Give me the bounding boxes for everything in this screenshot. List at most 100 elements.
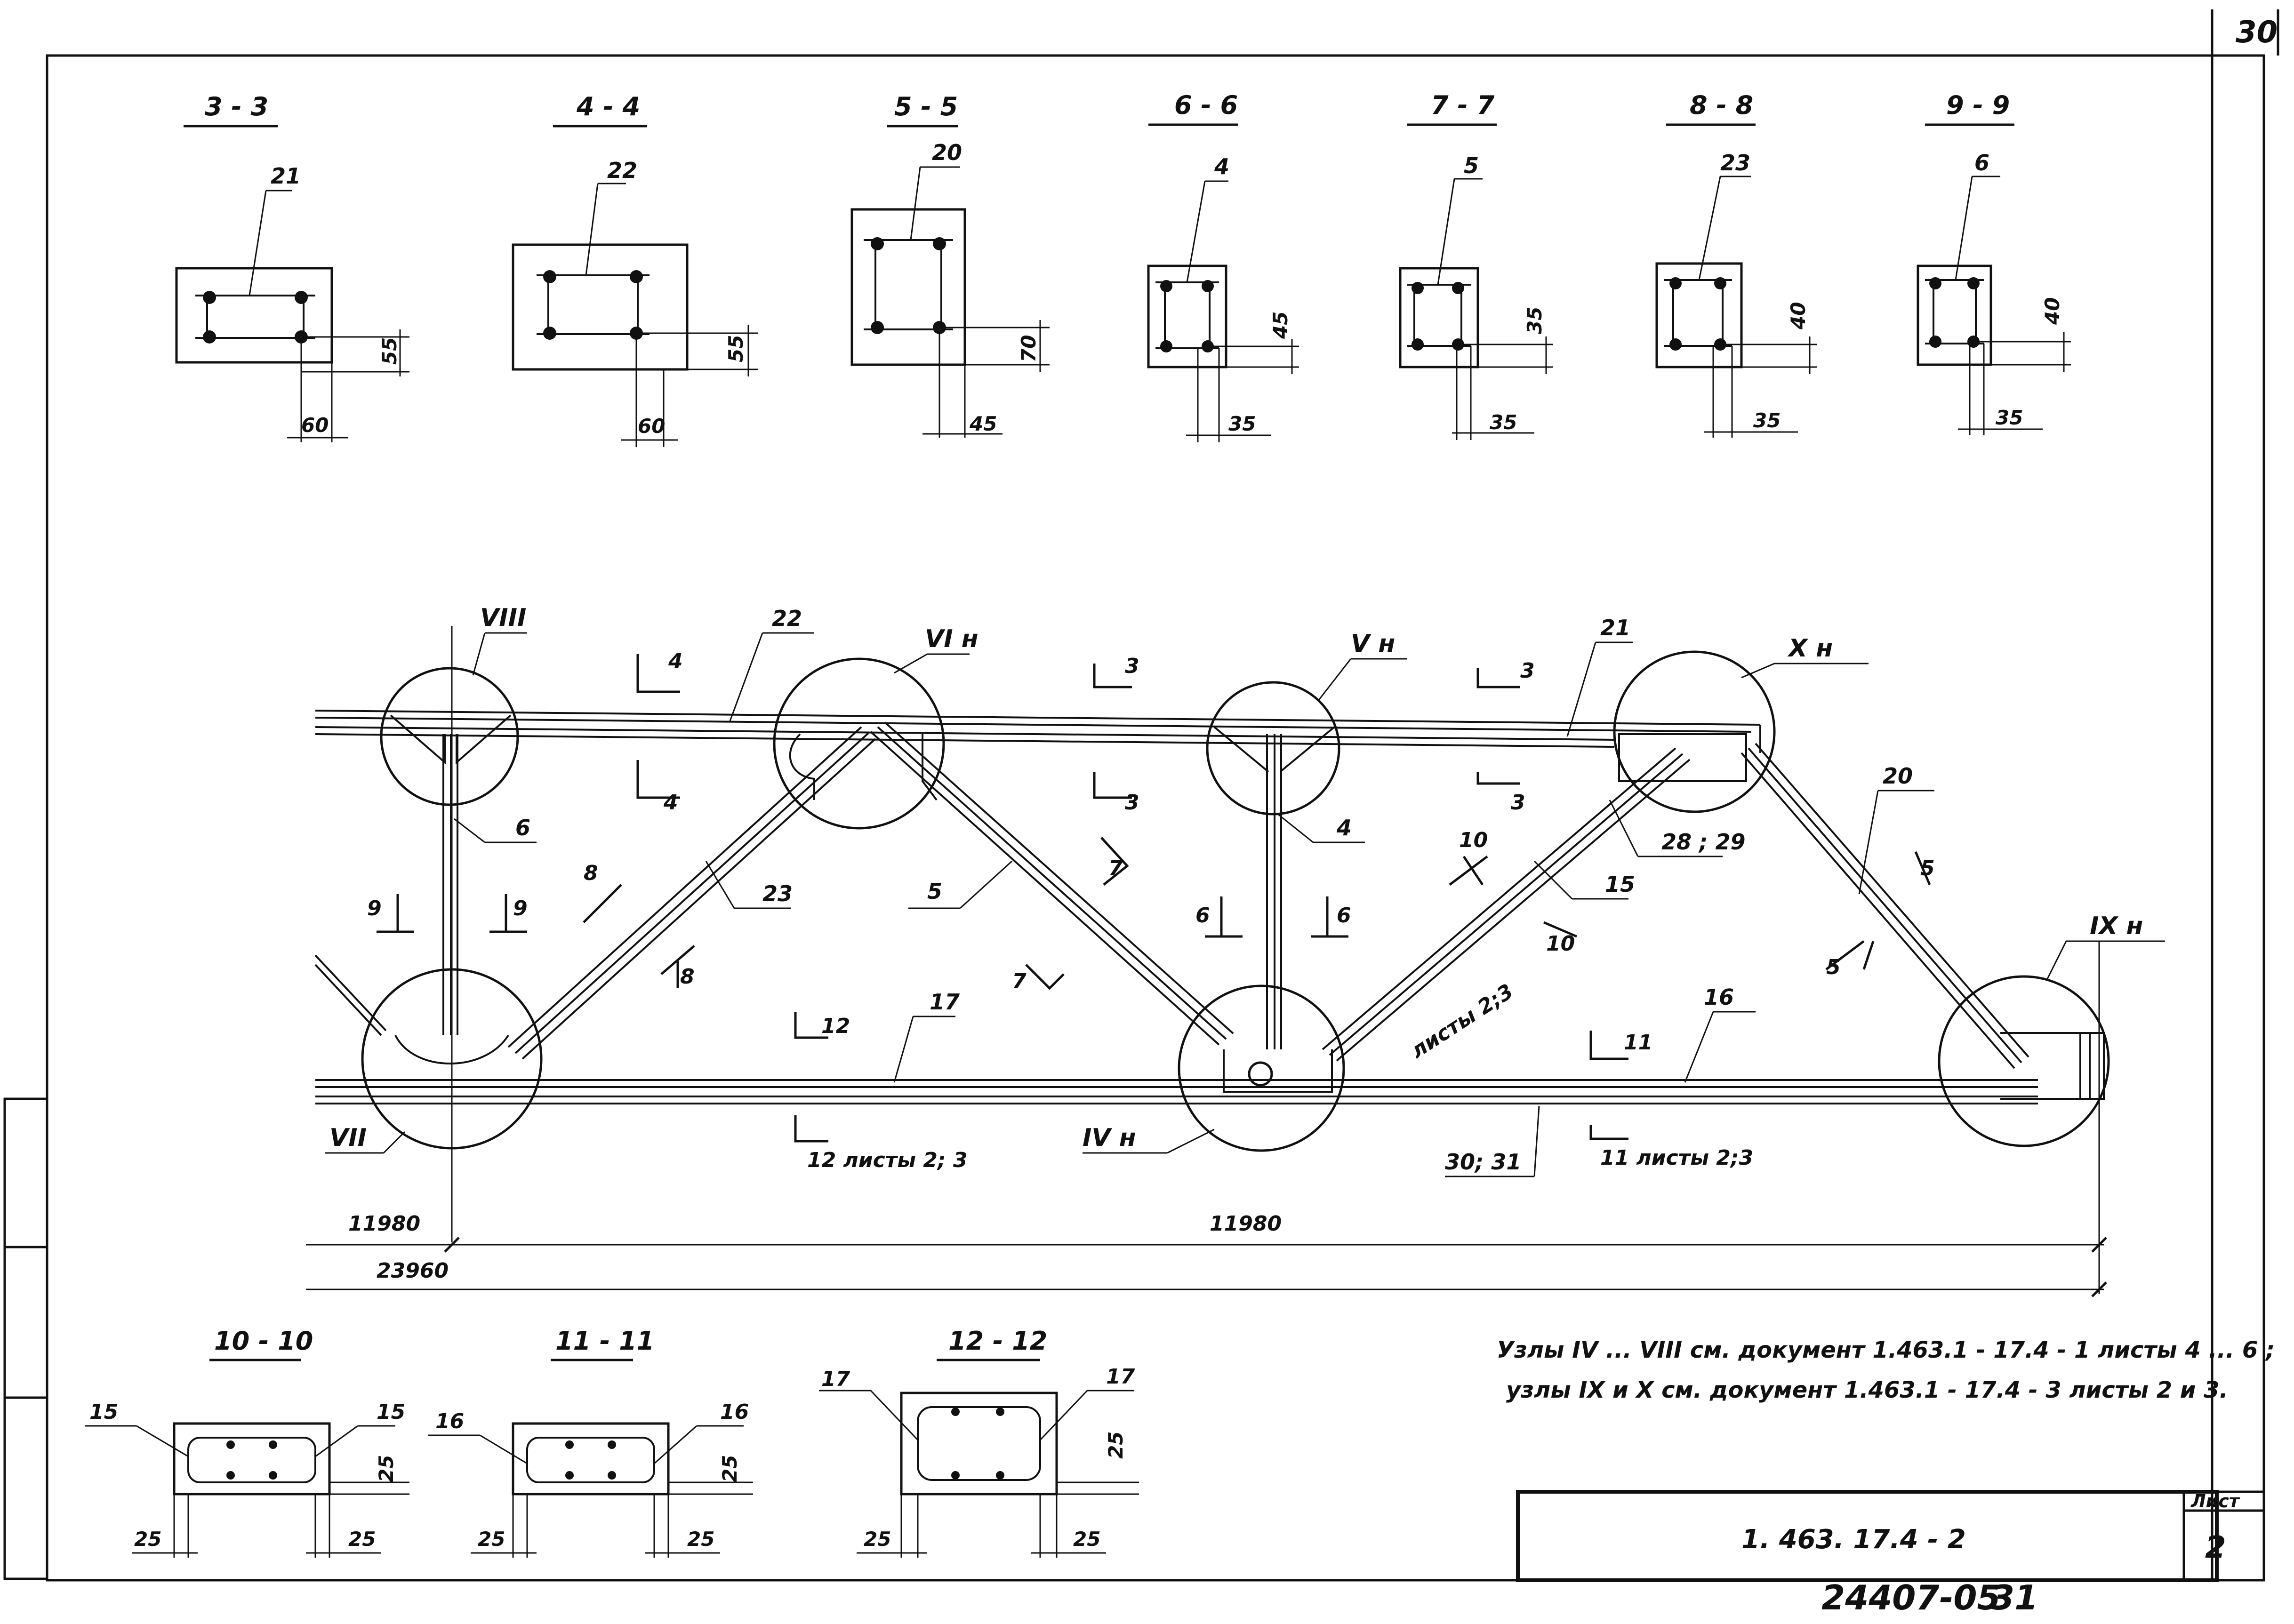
- cut-label-6-right: 6: [1337, 904, 1351, 928]
- section-3-3-dim-v: 55: [378, 337, 401, 365]
- section-7-7-dim-v: 35: [1523, 307, 1546, 334]
- cut-label-11-bottom: 11 листы 2;3: [1600, 1146, 1753, 1170]
- section-9-9-bar: 6: [1974, 150, 1989, 176]
- section-10-10-dim-v: 25: [375, 1455, 398, 1482]
- bar-label-21: 21: [1600, 615, 1630, 640]
- section-8-8-dim-h: 35: [1753, 409, 1781, 432]
- section-12-12-dim-v: 25: [1104, 1432, 1127, 1459]
- section-11-11: [428, 1359, 753, 1558]
- section-4-4-bar: 22: [607, 158, 637, 183]
- truss-elevation: [306, 626, 2165, 1297]
- title-block: [1516, 1490, 2265, 1582]
- dim-right-span: 11980: [1210, 1212, 1282, 1236]
- section-3-3: [175, 125, 409, 442]
- section-6-6-bar: 4: [1214, 154, 1229, 179]
- node-label-viii: VIII: [480, 604, 526, 632]
- section-9-9-title: 9 - 9: [1946, 90, 2010, 120]
- cut-label-12-bottom: 12 листы 2; 3: [807, 1148, 967, 1172]
- section-10-10: [85, 1359, 409, 1558]
- cut-label-5-top: 5: [1920, 856, 1935, 880]
- bar-label-20: 20: [1883, 763, 1913, 789]
- section-4-4-title: 4 - 4: [576, 92, 640, 121]
- sheet-number: 2: [2205, 1530, 2226, 1565]
- section-8-8-dim-v: 40: [1787, 302, 1810, 330]
- section-8-8-title: 8 - 8: [1690, 90, 1753, 120]
- section-10-10-bar-left: 15: [89, 1400, 118, 1424]
- bar-label-6: 6: [515, 815, 530, 840]
- bar-label-16: 16: [1704, 984, 1734, 1010]
- section-10-10-dim-h-left: 25: [134, 1528, 161, 1551]
- cut-label-4-bottom: 4: [663, 791, 678, 815]
- node-label-iv-h: IV н: [1083, 1124, 1136, 1152]
- sheet-frame: [3, 9, 2279, 1582]
- section-8-8-bar: 23: [1720, 150, 1750, 176]
- cut-label-3c: 3: [1520, 659, 1535, 683]
- section-8-8: [1655, 123, 1817, 438]
- section-10-10-dim-h-right: 25: [348, 1528, 376, 1551]
- section-3-3-bar: 21: [271, 163, 301, 189]
- section-5-5-bar: 20: [932, 140, 962, 165]
- section-12-12-bar-right: 17: [1106, 1365, 1135, 1389]
- cut-label-8-top: 8: [584, 861, 598, 885]
- dim-left-span: 11980: [348, 1212, 420, 1236]
- cut-label-3d: 3: [1511, 791, 1525, 815]
- section-7-7: [1399, 123, 1553, 440]
- bar-label-23: 23: [762, 881, 793, 906]
- note-line-2: узлы IX и X см. документ 1.463.1 - 17.4 …: [1506, 1377, 2228, 1403]
- cut-label-11-top: 11: [1624, 1031, 1652, 1055]
- archive-page: 31: [1991, 1578, 2038, 1617]
- bar-label-5: 5: [927, 879, 942, 904]
- section-5-5-dim-h: 45: [969, 412, 997, 435]
- section-7-7-bar: 5: [1464, 153, 1479, 178]
- section-11-11-bar-right: 16: [720, 1400, 749, 1424]
- section-11-11-dim-v: 25: [718, 1455, 741, 1482]
- cut-label-10-bottom: 10: [1546, 932, 1575, 956]
- cut-label-9-right: 9: [513, 896, 528, 920]
- cut-label-5-bottom: 5: [1826, 955, 1841, 979]
- bar-label-22: 22: [772, 606, 802, 631]
- section-4-4-dim-v: 55: [724, 335, 747, 362]
- cut-label-7-bottom: 7: [1012, 969, 1027, 993]
- section-7-7-dim-h: 35: [1490, 411, 1517, 434]
- cut-label-12-top: 12: [821, 1014, 850, 1038]
- section-10-10-bar-right: 15: [377, 1400, 405, 1424]
- section-9-9: [1917, 123, 2071, 435]
- node-label-vii: VII: [329, 1124, 367, 1152]
- section-4-4-dim-h: 60: [638, 415, 665, 438]
- cut-label-9-left: 9: [367, 896, 382, 920]
- section-9-9-dim-h: 35: [1996, 406, 2023, 429]
- section-12-12-title: 12 - 12: [948, 1326, 1047, 1356]
- cut-label-3b: 3: [1125, 791, 1139, 815]
- section-7-7-title: 7 - 7: [1431, 90, 1495, 120]
- section-5-5-dim-v: 70: [1017, 335, 1040, 362]
- section-6-6-dim-h: 35: [1228, 412, 1256, 435]
- section-11-11-title: 11 - 11: [555, 1326, 654, 1356]
- section-11-11-dim-h-right: 25: [687, 1528, 714, 1551]
- sheets-note: листы 2;3: [1406, 979, 1517, 1063]
- section-5-5-title: 5 - 5: [894, 92, 958, 121]
- node-label-ix-h: IX н: [2090, 912, 2143, 940]
- bar-label-30-31: 30; 31: [1445, 1149, 1521, 1175]
- section-12-12-dim-h-left: 25: [864, 1528, 891, 1551]
- section-9-9-dim-v: 40: [2041, 297, 2064, 325]
- sheet-label: Лист: [2190, 1491, 2240, 1512]
- section-3-3-title: 3 - 3: [205, 92, 268, 121]
- section-11-11-bar-left: 16: [435, 1409, 464, 1433]
- node-label-v-h: V н: [1351, 630, 1395, 658]
- cut-label-4-top: 4: [668, 649, 683, 673]
- bar-label-4: 4: [1336, 815, 1352, 840]
- section-6-6-dim-v: 45: [1269, 312, 1292, 339]
- cut-label-10-top: 10: [1459, 828, 1488, 852]
- node-label-vi-h: VI н: [925, 625, 979, 653]
- node-label-x-h: X н: [1787, 634, 1833, 663]
- bar-label-28-29: 28 ; 29: [1661, 829, 1745, 855]
- bar-label-17: 17: [930, 989, 960, 1015]
- section-6-6: [1147, 123, 1299, 442]
- section-6-6-title: 6 - 6: [1174, 90, 1238, 120]
- section-12-12: [819, 1359, 1139, 1558]
- archive-number: 24407-05: [1821, 1578, 2001, 1617]
- section-12-12-dim-h-right: 25: [1073, 1528, 1100, 1551]
- cut-label-8-bottom: 8: [680, 965, 695, 989]
- section-5-5: [850, 125, 1050, 438]
